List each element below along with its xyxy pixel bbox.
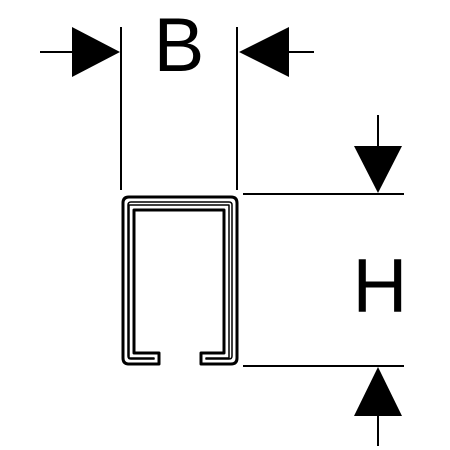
height-dimension: H bbox=[243, 115, 407, 446]
width-label: B bbox=[154, 3, 205, 88]
c-channel-profile bbox=[121, 195, 239, 366]
width-arrow-left-icon bbox=[72, 27, 120, 77]
width-arrow-right-icon bbox=[239, 27, 289, 77]
height-arrow-top-icon bbox=[354, 146, 402, 193]
profile-outer-outline bbox=[121, 195, 239, 366]
width-dimension: B bbox=[40, 3, 314, 190]
height-label: H bbox=[353, 244, 408, 329]
profile-inner-outline bbox=[127, 201, 233, 360]
height-arrow-bottom-icon bbox=[354, 367, 402, 416]
